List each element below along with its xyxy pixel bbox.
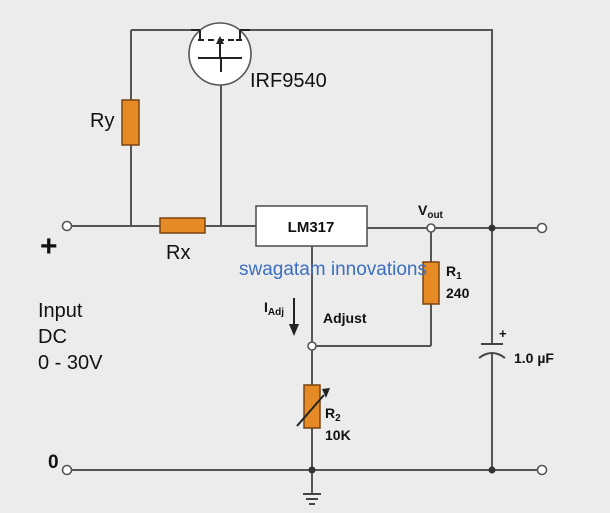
r2-main: R <box>325 405 335 421</box>
r1-sub: 1 <box>456 271 462 282</box>
input-label-line1: Input <box>38 300 83 322</box>
ground-icon <box>303 493 321 505</box>
junction-output <box>488 224 496 232</box>
rx-label: Rx <box>166 242 190 264</box>
plus-sign: + <box>40 230 58 263</box>
mosfet-arrow <box>216 36 224 44</box>
capacitor-symbol <box>478 343 506 359</box>
iadj-arrow <box>289 298 299 336</box>
r2-value: 10K <box>325 427 351 443</box>
capacitor-plate-negative <box>478 352 506 359</box>
r2-sub: 2 <box>335 413 341 424</box>
junction-ground-cap <box>488 466 496 474</box>
input-label-line3: 0 - 30V <box>38 352 103 374</box>
terminal-input-positive <box>61 220 73 232</box>
potentiometer-r2 <box>303 384 321 429</box>
capacitor-plus: + <box>499 326 507 341</box>
iadj-sub: Adj <box>268 307 284 318</box>
vout-sub: out <box>427 210 443 221</box>
iadj-main: I <box>264 299 268 315</box>
vout-node <box>426 223 436 233</box>
resistor-rx <box>159 217 206 234</box>
resistor-r1 <box>422 261 440 305</box>
regulator-lm317 <box>255 205 368 247</box>
regulator-label: LM317 <box>288 219 335 236</box>
capacitor-value: 1.0 µF <box>514 350 554 366</box>
input-label-line2: DC <box>38 326 67 348</box>
terminal-input-ground <box>61 464 73 476</box>
mosfet-label: IRF9540 <box>250 70 327 92</box>
resistor-ry <box>121 99 140 146</box>
vout-label: Vout <box>418 202 444 221</box>
mosfet-symbol <box>191 29 250 72</box>
terminal-output-ground <box>536 464 548 476</box>
junction-ground-r2 <box>308 466 316 474</box>
zero-label: 0 <box>48 452 59 473</box>
r1-main: R <box>446 263 456 279</box>
wires <box>72 29 537 494</box>
r1-value: 240 <box>446 285 470 301</box>
adjust-node <box>307 341 317 351</box>
vout-main: V <box>418 202 428 218</box>
r1-name: R1 <box>446 263 462 282</box>
potentiometer-arrow-icon <box>296 388 330 427</box>
terminal-output-positive <box>536 222 548 234</box>
iadj-label: IAdj <box>264 299 284 318</box>
mosfet-irf9540 <box>188 22 252 86</box>
wire-mosfet-to-output <box>250 29 493 228</box>
watermark-text: swagatam innovations <box>239 259 427 280</box>
r2-name: R2 <box>325 405 341 424</box>
ry-label: Ry <box>90 110 114 132</box>
adjust-label: Adjust <box>323 310 367 326</box>
